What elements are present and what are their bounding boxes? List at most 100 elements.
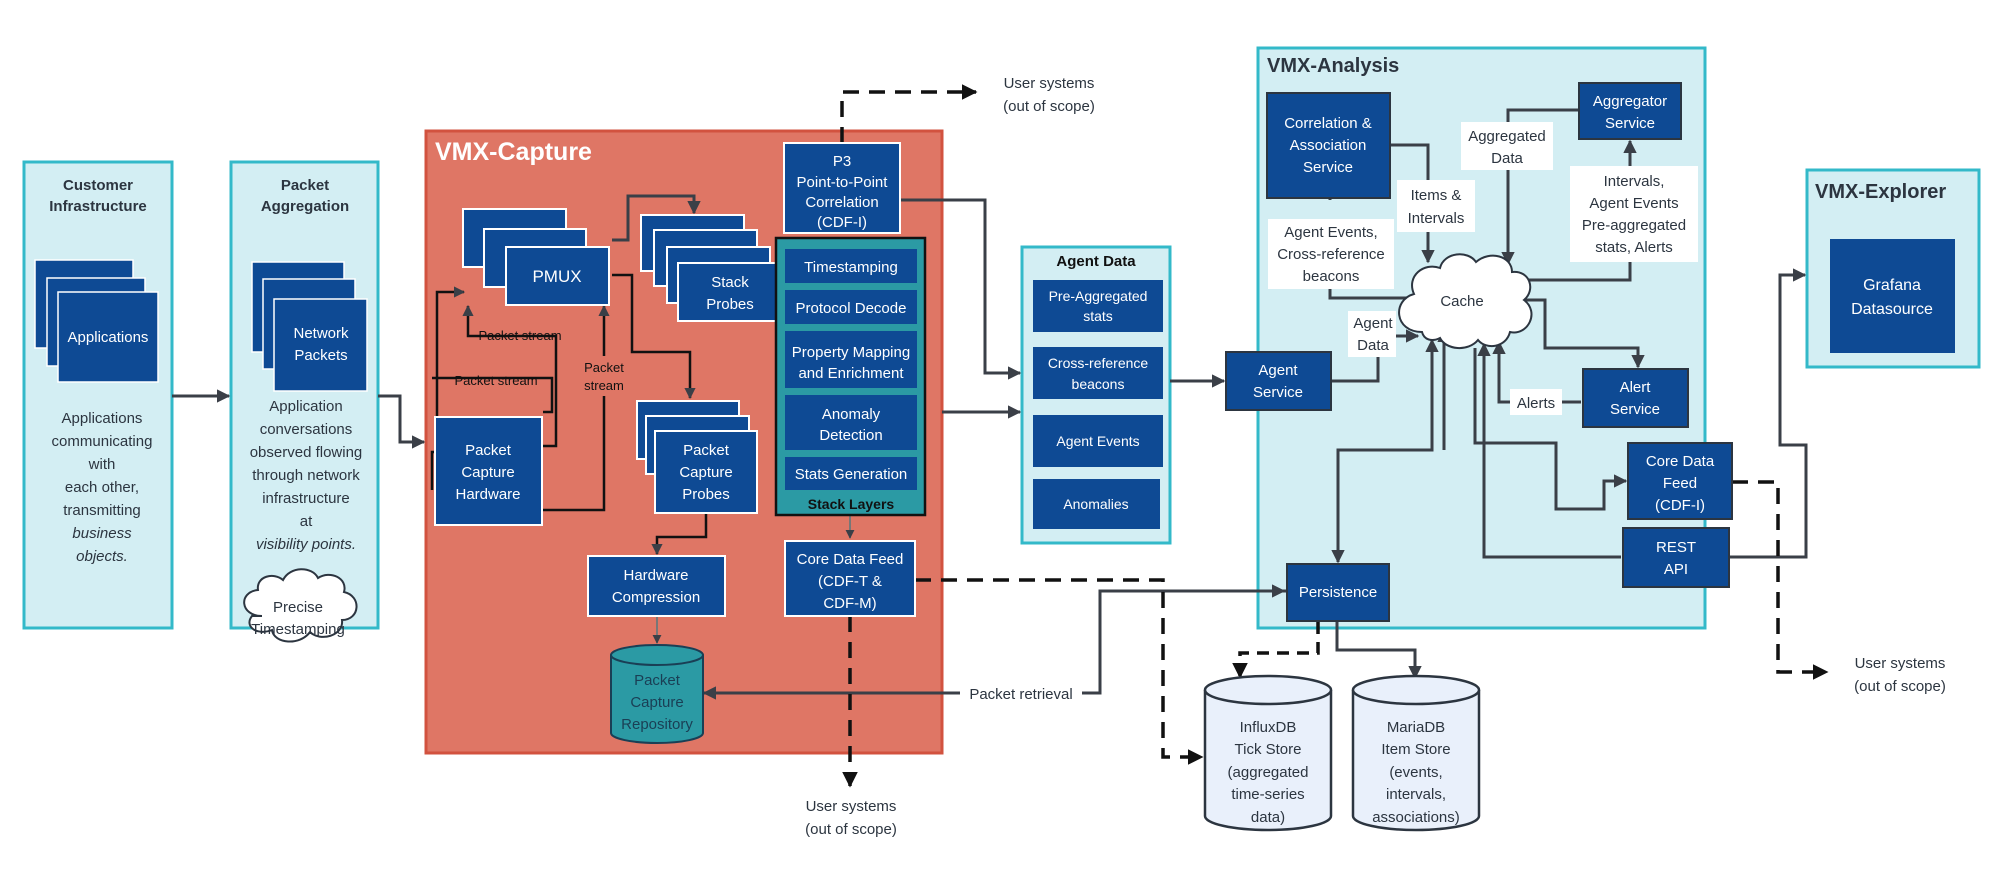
packet-stream-label-3a: Packet: [584, 360, 624, 375]
intervals-label-2: Agent Events: [1589, 195, 1678, 212]
aggregation-title: Packet: [281, 177, 329, 194]
correlation-label-1: Correlation &: [1284, 115, 1372, 132]
svg-text:MariaDB: MariaDB: [1387, 719, 1445, 736]
intervals-label-4: stats, Alerts: [1595, 239, 1673, 256]
agent-events-label-3: beacons: [1303, 268, 1360, 285]
stack-probes-label: Stack: [711, 274, 749, 291]
alert-service-box: [1582, 368, 1689, 428]
pcp-label-1: Packet: [683, 442, 730, 459]
agent-data-item-0b: stats: [1083, 308, 1113, 324]
analysis-core-data-feed-box: [1627, 442, 1733, 520]
capture-cdf-label-3: CDF-M): [823, 595, 876, 612]
svg-text:Application: Application: [269, 398, 342, 415]
svg-text:associations): associations): [1372, 809, 1460, 826]
svg-text:each other,: each other,: [65, 479, 139, 496]
pch-label-1: Packet: [465, 442, 512, 459]
stack-layer-label-2a: Property Mapping: [792, 344, 910, 361]
vmx-capture-title: VMX-Capture: [435, 138, 592, 166]
svg-text:business: business: [72, 525, 132, 542]
svg-text:(events,: (events,: [1389, 764, 1442, 781]
agent-data-anomalies: [1033, 479, 1160, 529]
network-packets-label: Network: [293, 325, 349, 342]
customer-title: Customer: [63, 177, 133, 194]
agent-service-box: [1225, 351, 1332, 411]
network-packets-label-2: Packets: [294, 347, 347, 364]
svg-text:observed flowing: observed flowing: [250, 444, 363, 461]
stack-layer-protocol-decode: [785, 290, 917, 324]
agent-data-events: [1033, 415, 1163, 467]
customer-title-2: Infrastructure: [49, 198, 147, 215]
pmux-stack: [462, 208, 610, 306]
aggregated-data-label: Aggregated: [1468, 128, 1546, 145]
applications-stack: [34, 259, 159, 383]
svg-text:(aggregated: (aggregated: [1228, 764, 1309, 781]
stack-layer-property-mapping: [785, 331, 917, 388]
rest-api-label-2: API: [1664, 561, 1688, 578]
agent-data-crossref: [1033, 347, 1163, 399]
repository-label-2: Capture: [630, 694, 683, 711]
p3-box: [783, 142, 901, 234]
repository-label-3: Repository: [621, 716, 693, 733]
cache-cloud: [1398, 253, 1533, 349]
stack-layer-anomaly-detection: [785, 395, 917, 450]
packet-capture-repository: [610, 644, 704, 744]
packet-capture-probes-box: [654, 430, 758, 514]
svg-text:at: at: [300, 513, 313, 530]
svg-text:intervals,: intervals,: [1386, 786, 1446, 803]
agent-data-item-3: Anomalies: [1063, 496, 1128, 512]
packet-stream-label-2: Packet stream: [454, 373, 537, 388]
packet-stream-label-3b: stream: [584, 378, 624, 393]
pmux-label: PMUX: [532, 267, 581, 286]
packet-stream-label-1: Packet stream: [478, 328, 561, 343]
user-systems-bottom: User systems: [806, 798, 897, 815]
svg-text:transmitting: transmitting: [63, 502, 141, 519]
stack-layer-label-1: Protocol Decode: [796, 300, 907, 317]
agent-data-item-1b: beacons: [1072, 376, 1125, 392]
persistence-box: [1286, 563, 1390, 622]
svg-text:objects.: objects.: [76, 548, 128, 565]
aggregator-label-2: Service: [1605, 115, 1655, 132]
stack-layer-label-0: Timestamping: [804, 259, 898, 276]
alert-service-label-2: Service: [1610, 401, 1660, 418]
hw-compression-label: Hardware: [623, 567, 688, 584]
vmx-analysis-title: VMX-Analysis: [1267, 55, 1399, 77]
svg-text:Item Store: Item Store: [1381, 741, 1450, 758]
stack-layer-label-2b: and Enrichment: [798, 365, 904, 382]
svg-text:with: with: [88, 456, 116, 473]
analysis-cdf-label-2: Feed: [1663, 475, 1697, 492]
stack-probes-stack: [640, 214, 783, 322]
agent-data-title: Agent Data: [1056, 253, 1136, 270]
agent-events-label-1: Agent Events,: [1284, 224, 1377, 241]
pcp-label-2: Capture: [679, 464, 732, 481]
capture-core-data-feed-box: [784, 540, 916, 617]
aggregator-service-box: [1578, 82, 1682, 140]
agent-service-label-2: Service: [1253, 384, 1303, 401]
agent-service-label-1: Agent: [1258, 362, 1298, 379]
vmx-explorer-title: VMX-Explorer: [1815, 181, 1946, 203]
agent-data-flow-label-2: Data: [1357, 337, 1389, 354]
user-systems-bottom-2: (out of scope): [805, 821, 897, 838]
alert-service-label-1: Alert: [1620, 379, 1652, 396]
agent-data-item-2: Agent Events: [1056, 433, 1139, 449]
mariadb-labels: MariaDB Item Store (events, intervals, a…: [1372, 719, 1460, 826]
grafana-datasource-box: [1830, 239, 1955, 353]
stack-layer-timestamping: [785, 249, 917, 283]
pch-label-3: Hardware: [455, 486, 520, 503]
stack-probes-label-2: Probes: [706, 296, 754, 313]
pcp-label-3: Probes: [682, 486, 730, 503]
correlation-service-box: [1266, 92, 1391, 199]
packet-capture-hardware-box: [434, 416, 543, 526]
influxdb-labels: InfluxDB Tick Store (aggregated time-ser…: [1228, 719, 1309, 826]
capture-cdf-label-2: (CDF-T &: [818, 573, 882, 590]
precise-timestamping-label: Precise: [273, 599, 323, 616]
aggregator-label-1: Aggregator: [1593, 93, 1667, 110]
user-systems-right: User systems: [1855, 655, 1946, 672]
agent-data-item-0a: Pre-Aggregated: [1049, 288, 1148, 304]
svg-text:Applications: Applications: [62, 410, 143, 427]
pmux-box: [505, 246, 610, 306]
pch-label-2: Capture: [461, 464, 514, 481]
packet-aggregation-panel: [229, 160, 380, 630]
aggregation-title-2: Aggregation: [261, 198, 349, 215]
applications-label: Applications: [68, 329, 149, 346]
